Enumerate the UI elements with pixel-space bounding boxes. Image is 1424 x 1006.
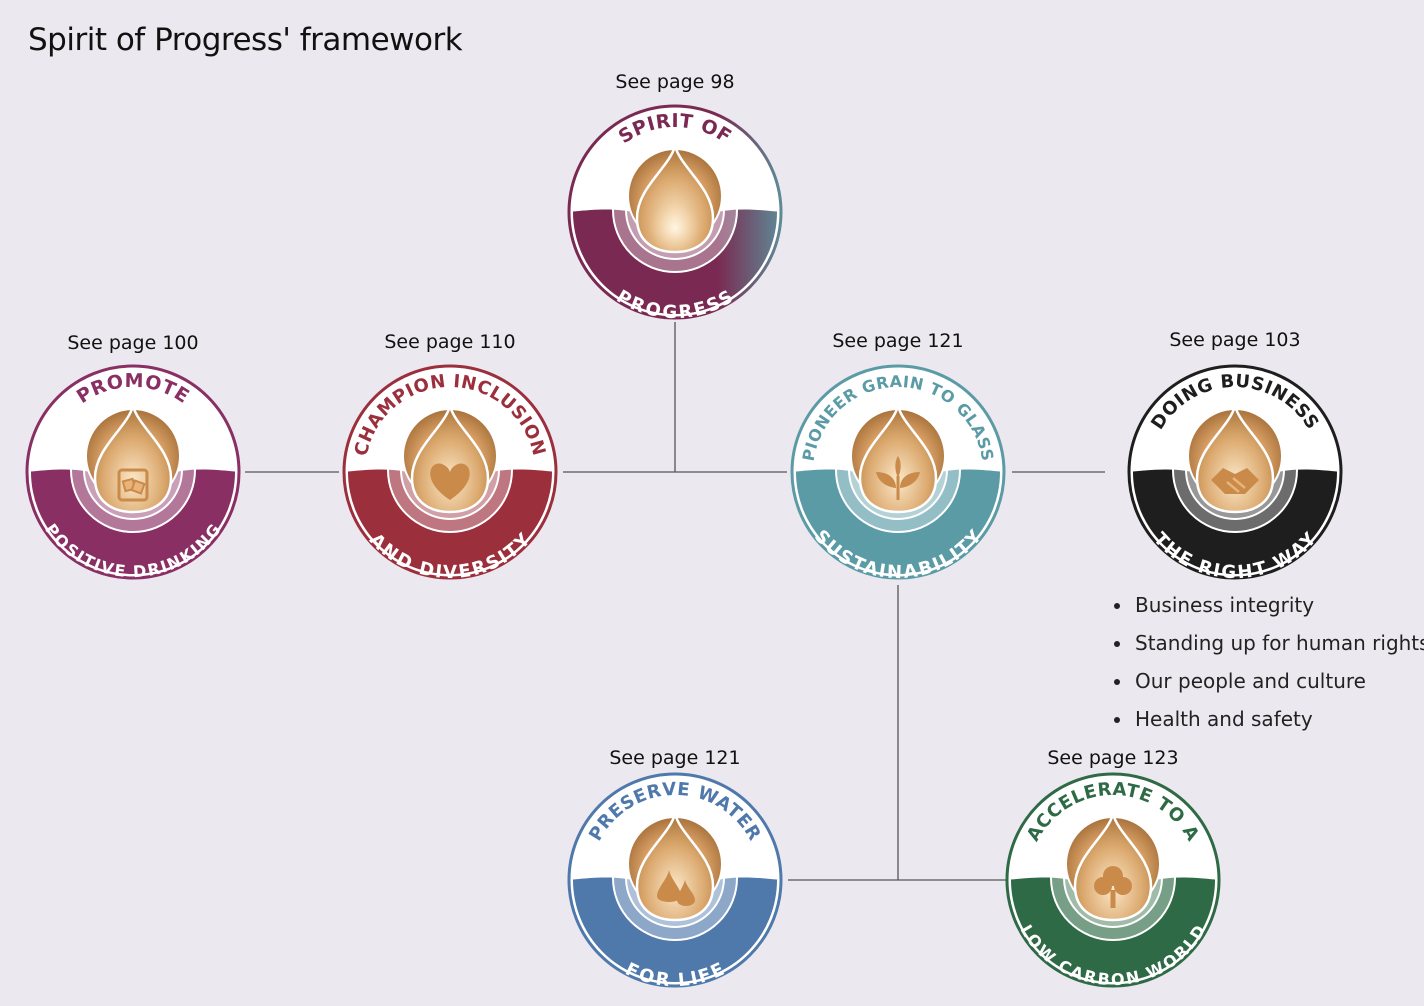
drop-icon (410, 401, 490, 514)
water-drops-icon (657, 870, 695, 906)
plant-icon (876, 456, 920, 500)
see-page-label: See page 123 (1047, 747, 1178, 769)
badge-bottom-band (796, 469, 1000, 574)
badge-bottom-band (573, 877, 777, 982)
badge-bottom-band (1133, 469, 1337, 574)
see-page-label: See page 100 (67, 332, 198, 354)
drop-icon (635, 809, 715, 922)
badge-bottom-band (1011, 877, 1215, 982)
bullet-item: Health and safety (1112, 704, 1424, 742)
drop-glow-icon (649, 202, 701, 254)
glass-icon (117, 468, 149, 502)
bullet-item: Business integrity (1112, 590, 1424, 628)
connector-lines (245, 322, 1105, 881)
tree-icon (1094, 866, 1132, 908)
see-page-label: See page 121 (832, 330, 963, 352)
badge-bottom-band (573, 209, 777, 314)
drop-icon (93, 401, 173, 514)
handshake-icon (1211, 468, 1259, 494)
heart-icon (430, 463, 470, 500)
see-page-label: See page 103 (1169, 329, 1300, 351)
drop-icon (1195, 401, 1275, 514)
see-page-label: See page 121 (609, 747, 740, 769)
badge-bottom-band (31, 469, 235, 574)
bullet-item: Standing up for human rights (1112, 628, 1424, 666)
badge-bottom-band (348, 469, 552, 574)
see-page-label: See page 110 (384, 331, 515, 353)
see-page-label: See page 98 (615, 71, 734, 93)
page-title: Spirit of Progress' framework (28, 22, 463, 58)
bullet-item: Our people and culture (1112, 666, 1424, 704)
